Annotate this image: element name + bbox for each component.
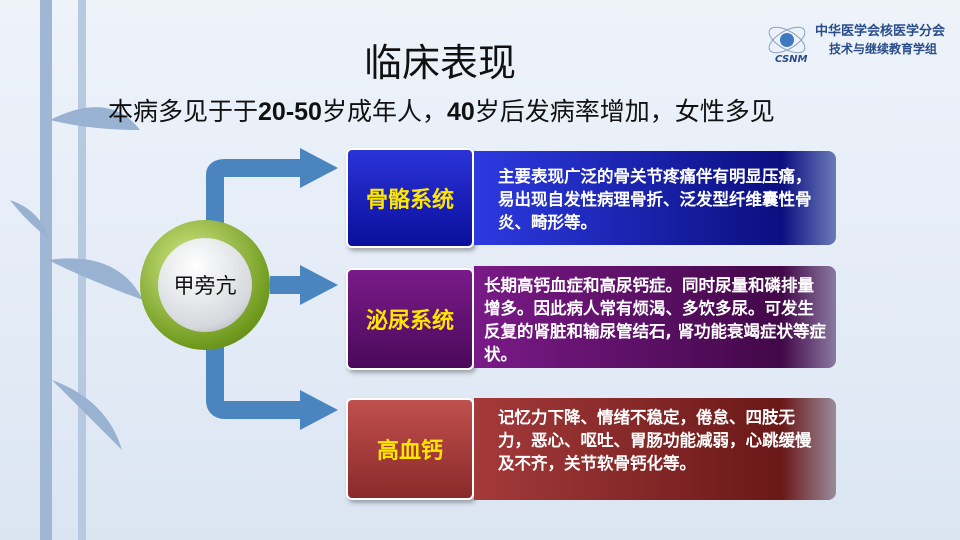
label-urinary: 泌尿系统 bbox=[346, 268, 474, 370]
bamboo-decoration bbox=[10, 0, 143, 540]
svg-text:CSNM: CSNM bbox=[775, 54, 808, 65]
atom-logo-icon: CSNM bbox=[768, 26, 808, 65]
desc-hypercalcemia: 记忆力下降、情绪不稳定，倦怠、四肢无力，恶心、呕吐、胃肠功能减弱，心跳缓慢及不齐… bbox=[474, 398, 836, 500]
center-node: 甲旁亢 bbox=[140, 220, 270, 350]
desc-skeletal: 主要表现广泛的骨关节疼痛伴有明显压痛，易出现自发性病理骨折、泛发型纤维囊性骨炎、… bbox=[474, 151, 836, 245]
label-hypercalcemia: 高血钙 bbox=[346, 398, 474, 500]
label-skeletal: 骨骼系统 bbox=[346, 148, 474, 248]
desc-urinary: 长期高钙血症和高尿钙症。同时尿量和磷排量增多。因此病人常有烦渴、多饮多尿。可发生… bbox=[474, 266, 836, 368]
csnm-logo: CSNM 中华医学会核医学分会 技术与继续教育学组 bbox=[765, 16, 955, 66]
subtitle: 本病多见于于20-50岁成年人，40岁后发病率增加，女性多见 bbox=[108, 97, 775, 126]
page-title: 临床表现 bbox=[363, 41, 516, 85]
